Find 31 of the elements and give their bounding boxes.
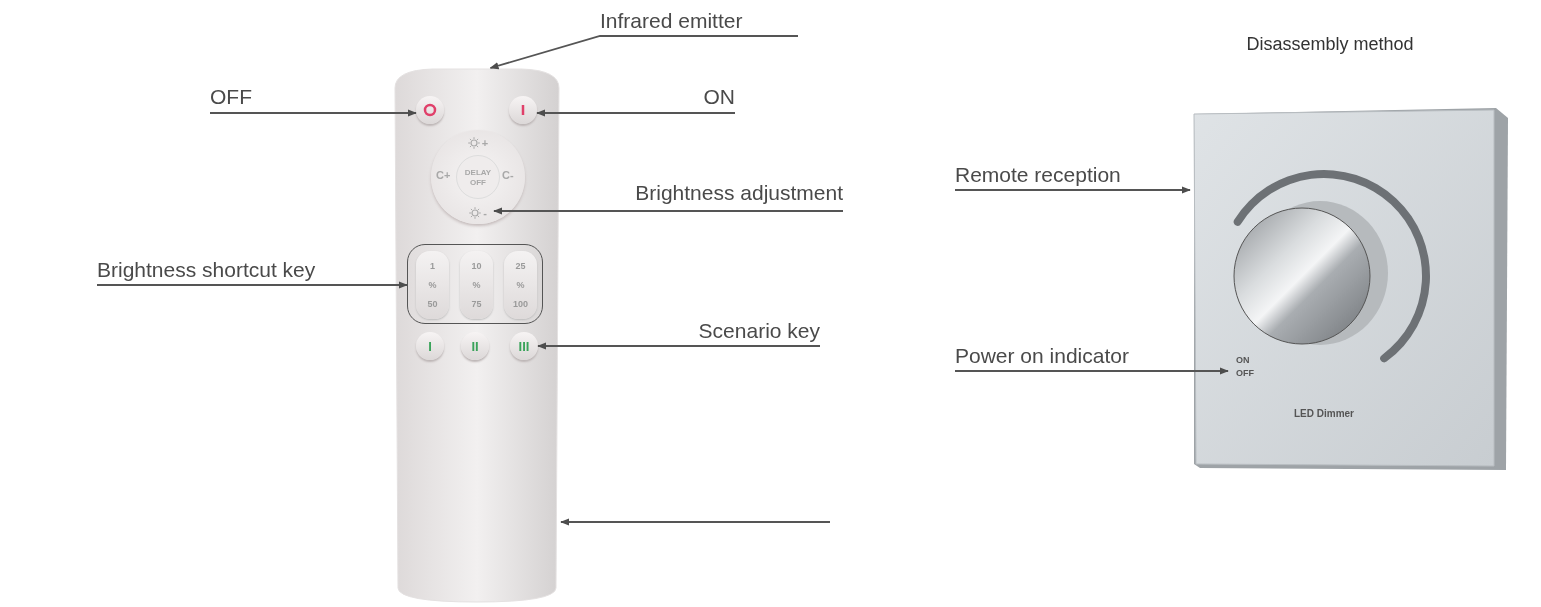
key-label: +	[481, 137, 489, 149]
callout-label: OFF	[210, 84, 340, 113]
indicator-label: OFF	[1236, 367, 1255, 380]
callout-label: Infrared emitter	[600, 8, 798, 36]
leader-line	[493, 207, 844, 215]
key-group-outline	[407, 244, 543, 324]
callout-label: Scenario key	[600, 318, 820, 346]
leader-line	[96, 281, 408, 289]
callout-label: Remote reception	[955, 162, 1195, 190]
shortcut-key: 25 % 100	[504, 251, 537, 319]
callout-label: Power on indicator	[955, 343, 1195, 371]
leader-line	[209, 109, 417, 117]
shortcut-key: 1 % 50	[416, 251, 449, 319]
remote-control-drawing	[393, 68, 561, 603]
leader-line	[560, 518, 831, 526]
key-label: C+	[436, 169, 451, 181]
key-label: C-	[502, 169, 514, 181]
leader-line	[954, 367, 1229, 375]
shortcut-key: 10 % 75	[460, 251, 493, 319]
delay-off-button: DELAY OFF	[456, 155, 500, 199]
heading-text: Disassembly method	[1245, 34, 1415, 55]
callout-label: ON	[600, 84, 735, 113]
leader-line	[489, 35, 799, 70]
product-label: LED Dimmer	[1294, 408, 1354, 419]
callout-label: Brightness adjustment	[578, 180, 843, 211]
indicator-label: ON	[1236, 354, 1251, 367]
leader-line	[954, 186, 1191, 194]
leader-line	[537, 342, 821, 350]
leader-line	[536, 109, 736, 117]
key-label: -	[483, 207, 487, 219]
callout-label: Brightness shortcut key	[97, 257, 387, 285]
